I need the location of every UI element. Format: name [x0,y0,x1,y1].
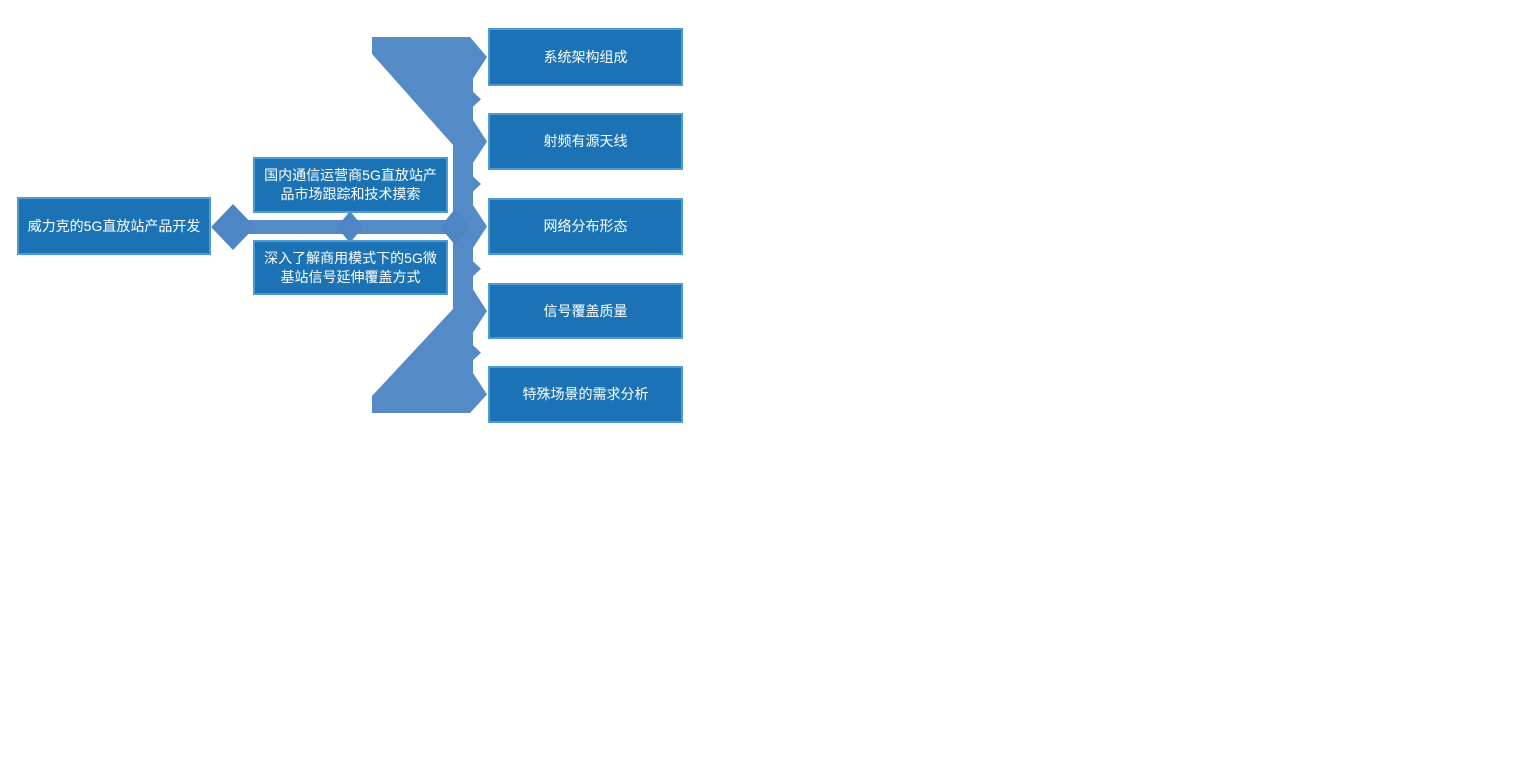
node-leaf-4-label: 信号覆盖质量 [543,302,628,319]
mid-diamond-connector [337,211,363,243]
node-root-label: 威力克的5G直放站产品开发 [27,217,201,234]
funnel-connector-shape [372,37,487,413]
node-leaf-1[interactable]: 系统架构组成 [488,28,683,86]
node-leaf-2-label: 射频有源天线 [543,133,628,150]
node-leaf-4[interactable]: 信号覆盖质量 [488,283,683,339]
root-diamond-connector [211,204,255,250]
node-middle-1-label: 国内通信运营商5G直放站产品市场跟踪和技术摸索 [264,167,437,202]
node-leaf-1-label: 系统架构组成 [543,48,628,65]
node-leaf-5-label: 特殊场景的需求分析 [522,386,649,403]
node-middle-2-label: 深入了解商用模式下的5G微基站信号延伸覆盖方式 [264,249,437,285]
node-middle-1[interactable]: 国内通信运营商5G直放站产品市场跟踪和技术摸索 [253,157,448,213]
node-leaf-3[interactable]: 网络分布形态 [488,198,683,255]
node-leaf-3-label: 网络分布形态 [543,218,628,235]
strip-diamond-connector [440,209,470,245]
node-root[interactable]: 威力克的5G直放站产品开发 [17,197,211,255]
node-leaf-5[interactable]: 特殊场景的需求分析 [488,366,683,423]
node-leaf-2[interactable]: 射频有源天线 [488,113,683,170]
node-middle-2[interactable]: 深入了解商用模式下的5G微基站信号延伸覆盖方式 [253,240,448,295]
